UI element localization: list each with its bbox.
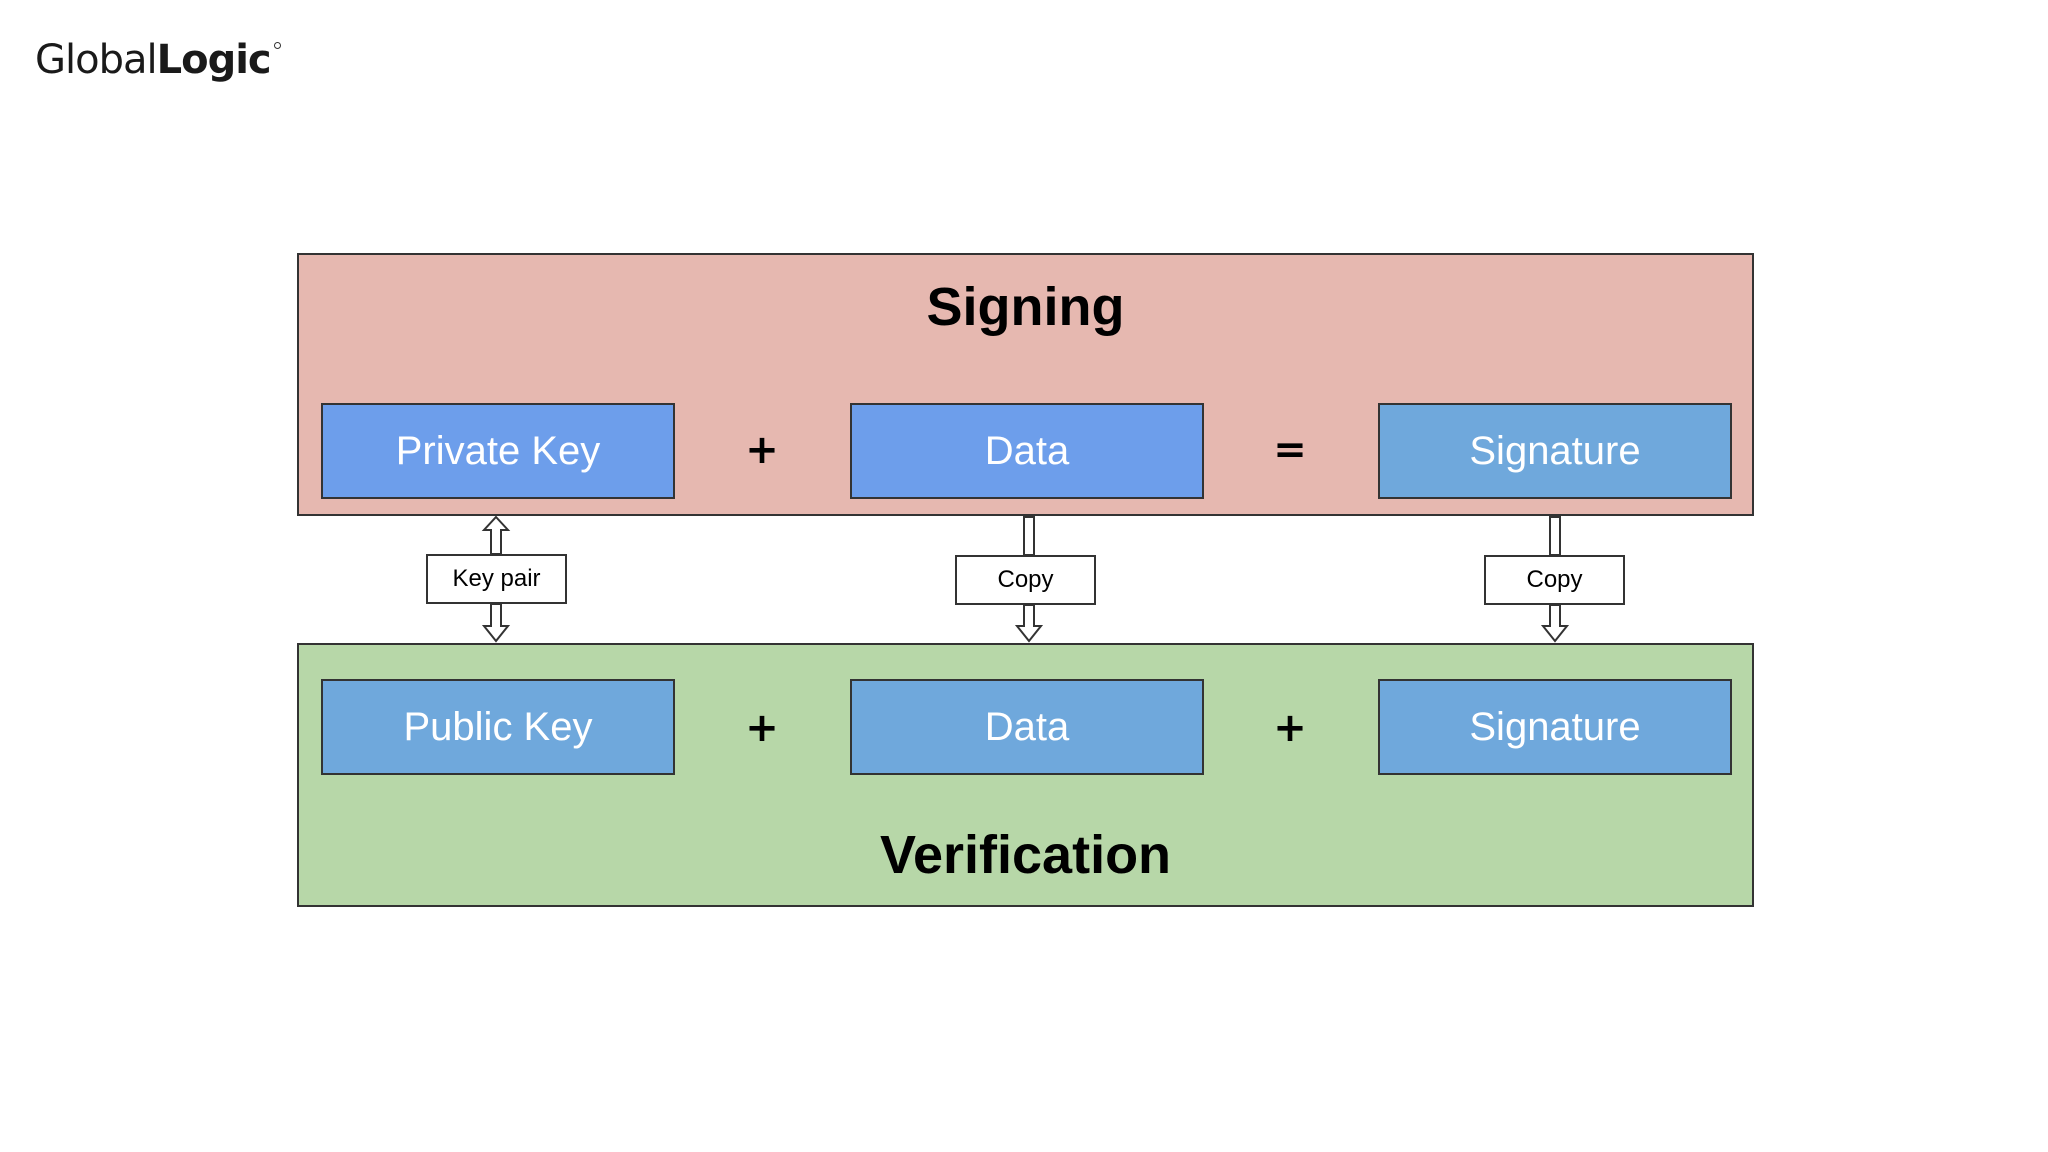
signing-signature-box: Signature	[1378, 403, 1732, 499]
logo-text-logic: Logic	[156, 37, 272, 83]
verification-plus-operator-1: +	[745, 705, 779, 751]
private-key-box: Private Key	[321, 403, 675, 499]
signing-title: Signing	[926, 277, 1125, 337]
signature-copy-label: Copy	[1484, 555, 1625, 605]
verification-data-box: Data	[850, 679, 1204, 775]
key-pair-label: Key pair	[426, 554, 567, 604]
logo-text-global: Global	[35, 37, 158, 83]
signature-copy-down-arrow-icon	[1540, 604, 1570, 643]
signing-plus-operator: +	[745, 427, 779, 473]
verification-signature-box: Signature	[1378, 679, 1732, 775]
key-pair-down-arrow-icon	[481, 603, 511, 643]
signature-copy-stem	[1549, 516, 1561, 556]
signing-equals-operator: =	[1273, 427, 1307, 473]
key-pair-up-arrow-icon	[481, 515, 511, 555]
signing-data-box: Data	[850, 403, 1204, 499]
data-copy-stem	[1023, 516, 1035, 556]
data-copy-down-arrow-icon	[1014, 604, 1044, 643]
data-copy-label: Copy	[955, 555, 1096, 605]
verification-title: Verification	[879, 825, 1172, 885]
public-key-box: Public Key	[321, 679, 675, 775]
verification-plus-operator-2: +	[1273, 705, 1307, 751]
logo-registered-mark	[273, 42, 281, 49]
globallogic-logo: GlobalLogic	[35, 30, 281, 90]
